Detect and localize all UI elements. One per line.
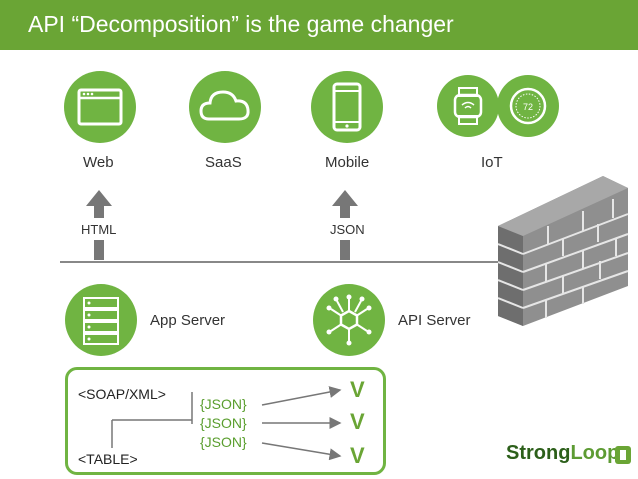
- check-mark-3: V: [350, 443, 365, 468]
- html-label: HTML: [81, 222, 117, 237]
- mobile-phone-icon: [311, 71, 383, 143]
- app-server-icon: [65, 284, 137, 356]
- app-server-label: App Server: [150, 312, 226, 329]
- logo-loop-text: Loop: [570, 442, 620, 464]
- json-arrow-3: [261, 442, 342, 461]
- cloud-icon: [189, 71, 261, 143]
- api-server-hub-icon: [313, 284, 385, 356]
- json-up-arrow: [332, 190, 358, 260]
- firewall-brick-wall-icon: [498, 176, 629, 326]
- json-item-1: {JSON}: [200, 396, 247, 412]
- thermostat-reading: 72: [523, 102, 533, 112]
- table-label: <TABLE>: [78, 451, 138, 467]
- json-item-3: {JSON}: [200, 434, 247, 450]
- title-bar: [0, 0, 638, 50]
- check-mark-1: V: [350, 377, 365, 402]
- soap-xml-label: <SOAP/XML>: [78, 386, 166, 402]
- logo-strong-text: Strong: [506, 442, 571, 464]
- strongloop-logo: StrongLoop: [506, 442, 619, 465]
- mobile-label: Mobile: [325, 154, 370, 171]
- slide-title: API “Decomposition” is the game changer: [28, 11, 454, 37]
- json-arrow-1: [261, 386, 342, 406]
- smartwatch-icon: [437, 75, 499, 137]
- thermostat-icon: 72: [497, 75, 559, 137]
- html-up-arrow: [86, 190, 112, 260]
- decomposition-arrows: [111, 386, 342, 461]
- divider-line: [60, 261, 510, 263]
- json-item-2: {JSON}: [200, 415, 247, 431]
- json-label: JSON: [330, 222, 365, 237]
- strongloop-mark-icon: [615, 446, 631, 464]
- check-mark-2: V: [350, 409, 365, 434]
- api-server-label: API Server: [398, 312, 471, 329]
- web-browser-icon: [64, 71, 136, 143]
- decomposition-box: [65, 367, 386, 475]
- web-label: Web: [83, 154, 114, 171]
- saas-label: SaaS: [205, 154, 242, 171]
- iot-label: IoT: [481, 154, 503, 171]
